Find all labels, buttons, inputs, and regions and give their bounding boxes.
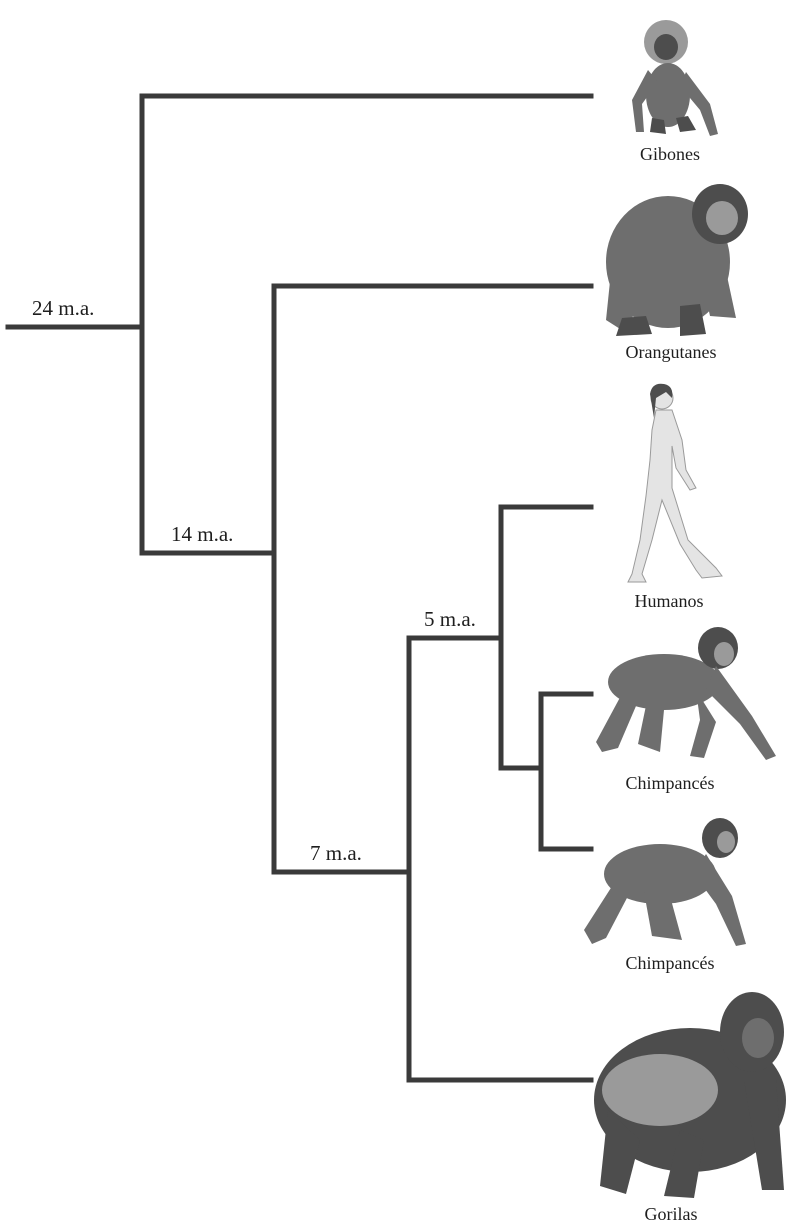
human-illustration (628, 384, 722, 582)
species-label-gibones: Gibones (640, 144, 700, 164)
tree-branches (8, 96, 591, 1080)
chimpanzee-illustration (596, 627, 776, 760)
species-label-chimpances-1: Chimpancés (626, 773, 715, 793)
african-apes-node-label: 7 m.a. (310, 841, 362, 865)
species-label-gorilas: Gorilas (645, 1204, 698, 1224)
human-chimp-node-bracket (501, 507, 591, 768)
root-node-bracket (142, 96, 591, 553)
chimp-node-bracket (541, 694, 591, 849)
root-node-label: 24 m.a. (32, 296, 94, 320)
gibbon-illustration (632, 20, 718, 136)
species-label-chimpances-2: Chimpancés (626, 953, 715, 973)
species-label-orangutanes: Orangutanes (626, 342, 717, 362)
human-chimp-node-label: 5 m.a. (424, 607, 476, 631)
gorilla-illustration (594, 992, 786, 1198)
bonobo-illustration (584, 818, 746, 946)
species-label-humanos: Humanos (635, 591, 704, 611)
orangutan-illustration (606, 184, 748, 336)
great-apes-node-label: 14 m.a. (171, 522, 233, 546)
